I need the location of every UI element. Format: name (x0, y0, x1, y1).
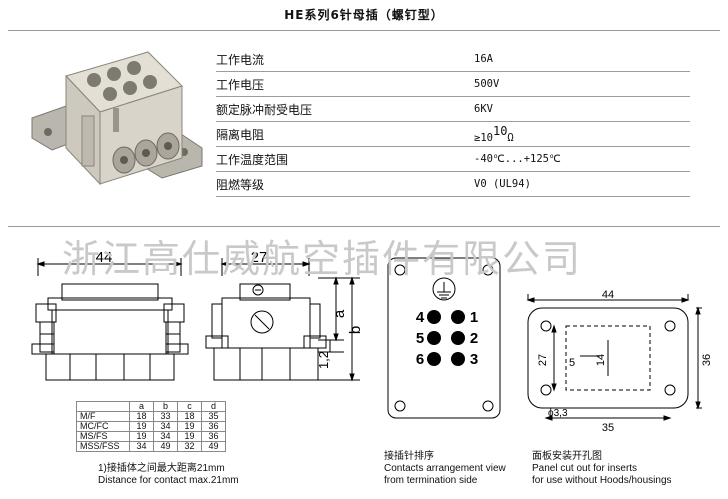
table-cell: 34 (129, 441, 154, 452)
note-distance-cn: 1)接插体之间最大距离21mm (98, 463, 225, 474)
panel-view (526, 294, 702, 421)
table-header-cell (76, 401, 130, 412)
pin-label-4: 4 (416, 309, 425, 326)
note-contacts-en1: Contacts arrangement view (384, 463, 506, 474)
table-cell: M/F (76, 411, 130, 422)
spec-row: 工作温度范围 -40℃...+125℃ (216, 146, 690, 172)
note-panel-en1: Panel cut out for inserts (532, 463, 638, 474)
table-cell: 34 (153, 421, 178, 432)
spec-value-base: ≥10 (474, 132, 493, 144)
spec-value: 16A (474, 47, 690, 72)
table-header-cell: a (129, 401, 154, 412)
table-cell: 19 (129, 421, 154, 432)
table-cell: 36 (201, 421, 226, 432)
table-cell: 34 (153, 431, 178, 442)
pin-label-6: 6 (416, 351, 424, 368)
dim-12-label: 1,2 (316, 351, 331, 369)
table-row: M/F 18 33 18 35 (76, 411, 226, 422)
pin-label-5: 5 (416, 330, 424, 347)
pin-1-dot (451, 310, 465, 324)
table-header-row: a b c d (76, 401, 226, 412)
table-cell: 49 (153, 441, 178, 452)
table-cell: 18 (177, 411, 202, 422)
pin-set (427, 310, 465, 366)
panel-14-label: 14 (595, 354, 607, 366)
spec-row: 额定脉冲耐受电压 6KV (216, 96, 690, 122)
note-panel-en2: for use without Hoods/housings (532, 475, 672, 486)
note-contacts: 接插针排序 Contacts arrangement view from ter… (384, 451, 506, 487)
pin-label-3: 3 (470, 351, 478, 368)
spec-label: 额定脉冲耐受电压 (216, 96, 474, 122)
pin-label-1: 1 (470, 309, 478, 326)
pin-3-dot (451, 352, 465, 366)
pin-label-2: 2 (470, 330, 478, 347)
table-cell: 33 (153, 411, 178, 422)
dim-a-label: a (331, 309, 348, 318)
table-cell: MS/FS (76, 431, 130, 442)
page-title: HE系列6针母插（螺钉型） (284, 8, 444, 22)
panel-height-label: 36 (701, 354, 713, 366)
panel-bottom-label: 35 (602, 422, 614, 434)
spec-label: 工作电压 (216, 71, 474, 97)
table-cell: 19 (129, 431, 154, 442)
note-contacts-en2: from termination side (384, 475, 478, 486)
pin-2-dot (451, 331, 465, 345)
pin-6-dot (427, 352, 441, 366)
watermark: 浙江高仕威航空插件有限公司 (62, 237, 583, 281)
panel-width-label: 44 (602, 289, 614, 301)
table-cell: 32 (177, 441, 202, 452)
spec-row: 隔离电阻 ≥1010Ω (216, 121, 690, 147)
table-header-cell: c (177, 401, 202, 412)
table-cell: MSS/FSS (76, 441, 130, 452)
table-cell: 49 (201, 441, 226, 452)
table-row: MC/FC 19 34 19 36 (76, 421, 226, 432)
panel-5-label: 5 (569, 357, 575, 369)
spec-row: 阻燃等级 V0 (UL94) (216, 171, 690, 197)
table-cell: 19 (177, 421, 202, 432)
spec-label: 工作电流 (216, 47, 474, 72)
side-width-label: 27 (251, 249, 268, 266)
spec-label: 工作温度范围 (216, 146, 474, 172)
spec-value: -40℃...+125℃ (474, 146, 690, 172)
note-distance-en: Distance for contact max.21mm (98, 475, 239, 486)
table-cell: 35 (201, 411, 226, 422)
title-rule (8, 30, 720, 31)
note-distance: 1)接插体之间最大距离21mm Distance for contact max… (98, 463, 239, 487)
pin-5-dot (427, 331, 441, 345)
table-cell: 18 (129, 411, 154, 422)
dim-b-label: b (347, 326, 364, 334)
spec-table: 工作电流 16A 工作电压 500V 额定脉冲耐受电压 6KV 隔离电阻 ≥10… (216, 47, 690, 197)
table-header-cell: b (153, 401, 178, 412)
panel-inner-height-label: 27 (537, 354, 549, 366)
pin-4-dot (427, 310, 441, 324)
spec-value-unit: Ω (507, 132, 514, 144)
spec-row: 工作电流 16A (216, 47, 690, 72)
spec-value: V0 (UL94) (474, 171, 690, 197)
spec-value: 500V (474, 71, 690, 97)
table-cell: 19 (177, 431, 202, 442)
front-width-label: 44 (96, 249, 113, 266)
spec-value-exponent: 10 (492, 124, 508, 138)
section-rule (8, 226, 720, 227)
spec-label: 阻燃等级 (216, 171, 474, 197)
note-panel: 面板安装开孔图 Panel cut out for inserts for us… (532, 451, 672, 487)
table-header-cell: d (201, 401, 226, 412)
spec-label: 隔离电阻 (216, 121, 474, 147)
note-contacts-cn: 接插针排序 (384, 451, 434, 462)
hole-label: ϕ3,3 (548, 408, 568, 419)
table-cell: 36 (201, 431, 226, 442)
contacts-view (387, 257, 501, 419)
side-view (205, 258, 360, 382)
product-photo (31, 51, 203, 186)
table-row: MS/FS 19 34 19 36 (76, 431, 226, 442)
front-view (31, 258, 189, 381)
table-cell: MC/FC (76, 421, 130, 432)
spec-row: 工作电压 500V (216, 71, 690, 97)
note-panel-cn: 面板安装开孔图 (532, 451, 602, 462)
spec-value: 6KV (474, 96, 690, 122)
table-row: MSS/FSS 34 49 32 49 (76, 441, 226, 452)
spec-value: ≥1010Ω (474, 121, 690, 147)
dimension-table: a b c d M/F 18 33 18 35 MC/FC 19 34 19 3… (76, 401, 226, 452)
